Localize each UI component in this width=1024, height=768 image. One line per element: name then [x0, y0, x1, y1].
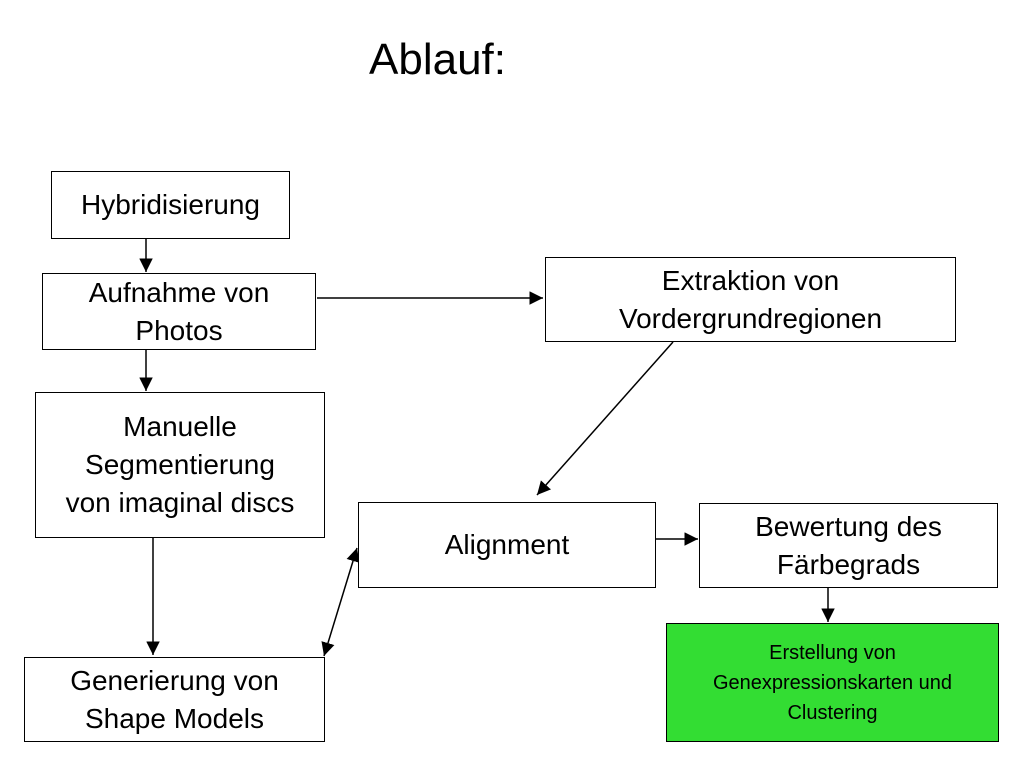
box-label: Generierung von — [70, 664, 279, 696]
arrow-extraktion-to-alignment — [536, 341, 674, 496]
box-alignment: Alignment — [358, 502, 656, 588]
box-label: Clustering — [787, 701, 878, 724]
box-label: Alignment — [444, 529, 570, 560]
box-bewertung-faerbegrad: Bewertung des Färbegrads — [699, 503, 998, 588]
box-generierung-shape-models: Generierung von Shape Models — [24, 657, 325, 742]
box-erstellung-genexpressionskarten: Erstellung von Genexpressionskarten und … — [666, 623, 999, 742]
box-label: Genexpressionskarten und — [712, 671, 953, 694]
arrow-alignment-generierung-bidirectional — [321, 547, 360, 657]
box-label: Aufnahme von — [88, 276, 270, 308]
box-label: Hybridisierung — [81, 189, 260, 220]
box-label: Bewertung des — [755, 510, 942, 542]
box-label: Erstellung von — [769, 641, 896, 664]
box-label: Vordergrundregionen — [618, 302, 883, 334]
box-manuelle-segmentierung: Manuelle Segmentierung von imaginal disc… — [35, 392, 325, 538]
box-label: Extraktion von — [661, 264, 840, 296]
box-label: von imaginal discs — [65, 487, 295, 518]
box-label: Manuelle — [123, 411, 237, 442]
page-title: Ablauf: — [369, 35, 506, 84]
box-label: Färbegrads — [776, 548, 921, 580]
box-label: Segmentierung — [85, 449, 275, 480]
box-extraktion-vordergrundregionen: Extraktion von Vordergrundregionen — [545, 257, 956, 342]
box-label: Photos — [135, 314, 223, 346]
box-aufnahme-von-photos: Aufnahme von Photos — [42, 273, 316, 350]
box-label: Shape Models — [84, 702, 264, 734]
box-hybridisierung: Hybridisierung — [51, 171, 290, 239]
